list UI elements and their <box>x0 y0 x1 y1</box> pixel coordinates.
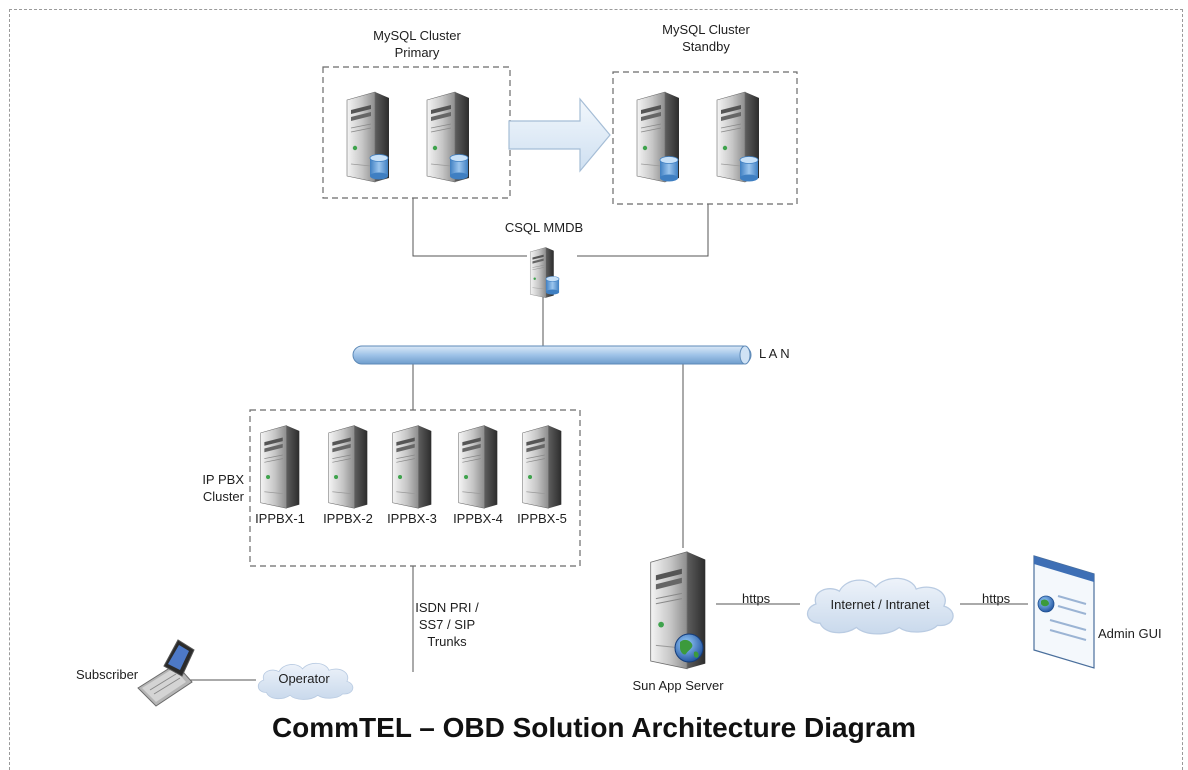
connector-lines <box>185 198 1028 681</box>
csql-mmdb-server <box>529 247 560 299</box>
lan-pipe <box>352 345 752 365</box>
architecture-diagram: MySQL Cluster Primary MySQL Cluster Stan… <box>9 9 1183 770</box>
ippbx-cluster-label: IP PBX Cluster <box>202 472 244 504</box>
csql-mmdb-label: CSQL MMDB <box>504 220 584 235</box>
ippbx-4-label: IPPBX-4 <box>453 511 503 526</box>
replication-arrow <box>508 97 611 173</box>
mysql-standby-cluster-box <box>612 71 798 205</box>
ippbx-2-server <box>328 425 368 509</box>
internet-intranet-label: Internet / Intranet <box>830 597 930 612</box>
diagram-frame <box>9 9 1183 770</box>
mysql-standby-label: MySQL Cluster Standby <box>662 22 750 54</box>
diagram-canvas <box>137 66 1095 707</box>
ippbx-3-server <box>392 425 432 509</box>
mysql-standby-server-2 <box>716 91 760 183</box>
ippbx-2-label: IPPBX-2 <box>323 511 373 526</box>
trunks-label: ISDN PRI / SS7 / SIP Trunks <box>415 600 479 649</box>
https-left-label: https <box>742 591 771 606</box>
mysql-primary-server-1 <box>346 91 390 183</box>
ippbx-5-label: IPPBX-5 <box>517 511 567 526</box>
mysql-primary-server-2 <box>426 91 470 183</box>
sun-app-server <box>649 550 707 670</box>
ippbx-3-label: IPPBX-3 <box>387 511 437 526</box>
diagram-title: CommTEL – OBD Solution Architecture Diag… <box>271 712 917 743</box>
globe-icon <box>674 633 704 663</box>
mysql-primary-label: MySQL Cluster Primary <box>373 28 461 60</box>
ippbx-4-server <box>458 425 498 509</box>
operator-label: Operator <box>278 671 330 686</box>
ippbx-5-server <box>522 425 562 509</box>
mysql-standby-server-1 <box>636 91 680 183</box>
admin-gui-window-icon <box>1033 555 1095 669</box>
lan-label: L A N <box>759 346 790 361</box>
subscriber-label: Subscriber <box>76 667 139 682</box>
sun-app-server-label: Sun App Server <box>632 678 724 693</box>
ippbx-1-server <box>260 425 300 509</box>
subscriber-phone-icon <box>137 639 195 707</box>
admin-gui-label: Admin GUI <box>1098 626 1162 641</box>
ippbx-cluster-box <box>249 409 581 567</box>
https-right-label: https <box>982 591 1011 606</box>
ippbx-1-label: IPPBX-1 <box>255 511 305 526</box>
